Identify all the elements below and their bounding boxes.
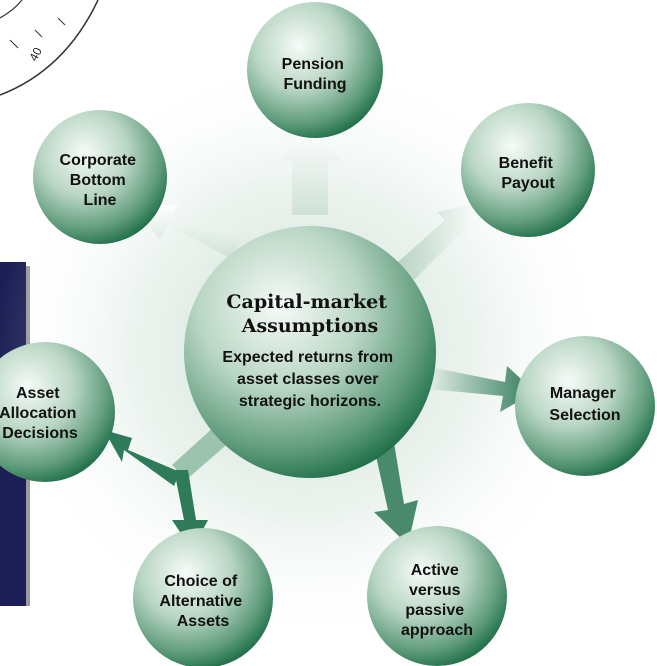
node-label-line: Pension xyxy=(282,56,344,73)
node-asset-allocation: Asset Allocation Decisions xyxy=(0,342,115,482)
node-label-line: Funding xyxy=(283,76,346,93)
node-label-line: versus xyxy=(409,582,461,599)
node-label-line: Benefit xyxy=(499,155,554,172)
node-label-line: passive xyxy=(405,602,464,619)
ruler-number: 40 xyxy=(26,45,45,64)
dial-ruler: 40 xyxy=(0,0,99,96)
svg-text:Manager Selection: Manager Selection xyxy=(549,385,620,424)
center-subtitle-line: Expected returns from xyxy=(222,349,393,366)
arrow-to-asset-allocation xyxy=(104,430,180,486)
node-label-line: Decisions xyxy=(2,425,78,442)
center-subtitle-line: asset classes over xyxy=(237,371,378,388)
arrow-to-pension-funding xyxy=(280,126,340,215)
node-label-line: Assets xyxy=(177,613,230,630)
node-label-line: Payout xyxy=(501,175,555,192)
center-subtitle-line: strategic horizons. xyxy=(239,393,381,410)
svg-text:Corporate Bottom L: Corporate Bottom Line xyxy=(60,152,141,209)
center-title: Capital-market Assumptions xyxy=(226,291,393,337)
center-title-line: Assumptions xyxy=(241,315,379,337)
svg-text:Active versus pass: Active versus passive approach xyxy=(401,562,473,639)
node-pension-funding: Pension Funding xyxy=(247,2,383,138)
arrows xyxy=(104,126,535,550)
node-label-line: Allocation xyxy=(0,405,76,422)
sphere xyxy=(515,336,655,476)
node-alternative-assets: Choice of Alternative Assets xyxy=(133,528,273,666)
node-label-line: Manager xyxy=(550,385,616,402)
node-manager-selection: Manager Selection xyxy=(515,336,655,476)
node-label-line: Corporate xyxy=(60,152,137,169)
node-label-line: Alternative xyxy=(159,593,242,610)
node-active-versus-passive: Active versus passive approach xyxy=(367,526,507,666)
node-label-line: Choice of xyxy=(164,573,238,590)
node-label-line: Active xyxy=(411,562,459,579)
node-benefit-payout: Benefit Payout xyxy=(461,103,595,237)
svg-text:Benefit Payout: Benefit Payout xyxy=(499,155,558,192)
svg-text:Asset Allocation D: Asset Allocation Decisions xyxy=(0,385,81,442)
node-label-line: Asset xyxy=(16,385,60,402)
sphere xyxy=(247,2,383,138)
node-label-line: Selection xyxy=(549,407,620,424)
node-label-line: approach xyxy=(401,622,473,639)
svg-text:Choice of Alternative: Choice of Alternative Assets xyxy=(159,573,246,630)
center-subtitle: Expected returns from asset classes over… xyxy=(222,349,397,410)
svg-text:Pension Funding: Pension Funding xyxy=(282,56,349,93)
arrow-to-manager-selection xyxy=(418,365,535,412)
sphere xyxy=(133,528,273,666)
arrow-to-benefit-payout xyxy=(398,202,482,280)
sphere xyxy=(461,103,595,237)
sphere xyxy=(367,526,507,666)
arrow-to-corporate-bottom-line xyxy=(133,205,242,258)
central-node: Capital-market Assumptions Expected retu… xyxy=(184,226,436,478)
node-corporate-bottom-line: Corporate Bottom Line xyxy=(33,110,167,244)
node-label-line: Bottom xyxy=(70,172,126,189)
node-label-line: Line xyxy=(84,192,117,209)
arrow-to-active-passive xyxy=(372,430,418,545)
sphere xyxy=(0,342,115,482)
arrow-branch-stem xyxy=(172,425,232,480)
central-sphere xyxy=(184,226,436,478)
sphere xyxy=(33,110,167,244)
center-title-line: Capital-market xyxy=(226,291,387,313)
